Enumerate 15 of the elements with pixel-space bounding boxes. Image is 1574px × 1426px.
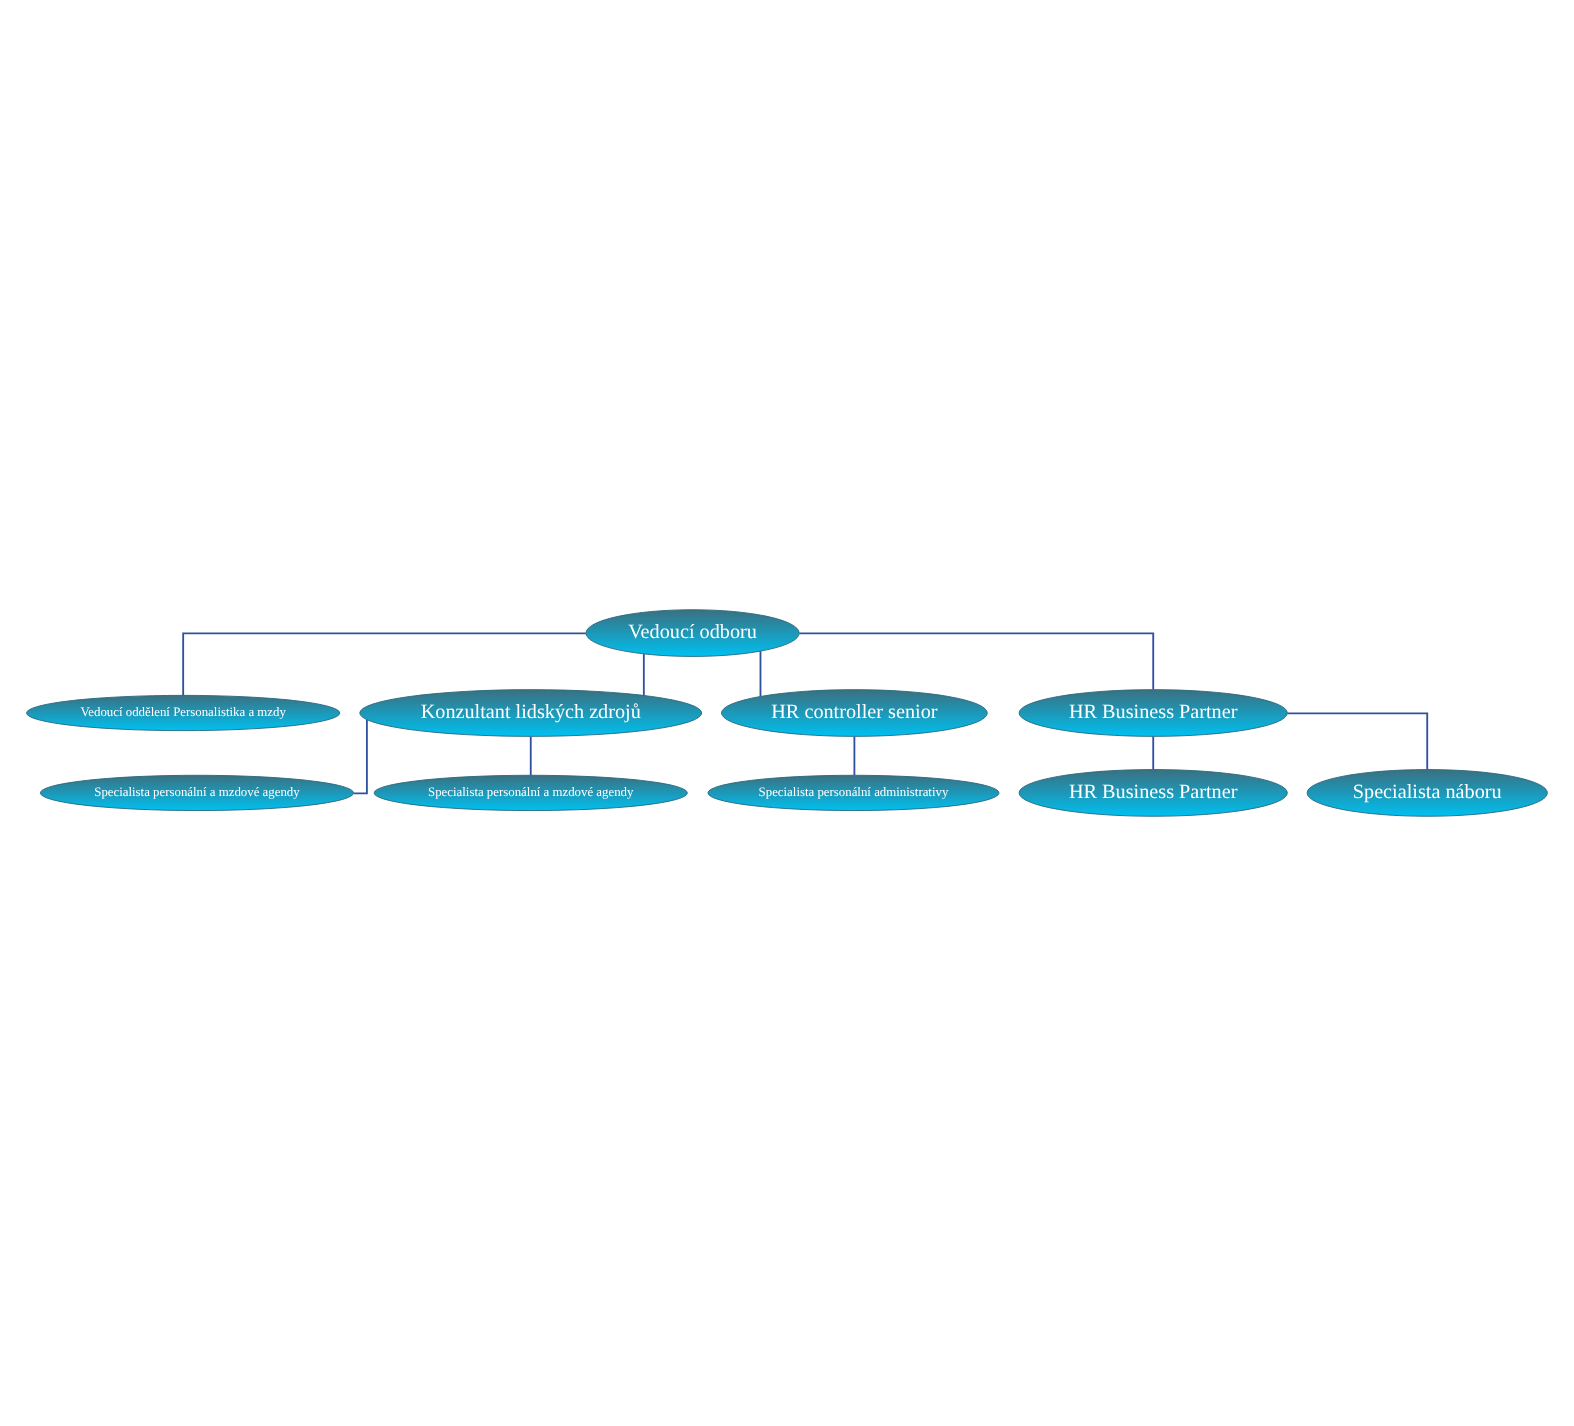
connector <box>798 632 1155 691</box>
connector <box>1286 712 1429 771</box>
node-ellipse: HR Business Partner <box>1018 769 1288 817</box>
connector <box>853 735 856 777</box>
connector <box>1152 735 1155 771</box>
connector <box>529 735 532 777</box>
node-ellipse: HR Business Partner <box>1018 689 1288 737</box>
connector <box>352 718 368 795</box>
node-ellipse: Vedoucí odboru <box>585 609 800 657</box>
node-ellipse: Specialista náboru <box>1306 769 1548 817</box>
node-ellipse: Konzultant lidských zdrojů <box>359 689 703 737</box>
connector <box>759 650 762 698</box>
connector <box>642 653 645 697</box>
node-ellipse: HR controller senior <box>721 689 988 737</box>
connector <box>182 632 587 697</box>
